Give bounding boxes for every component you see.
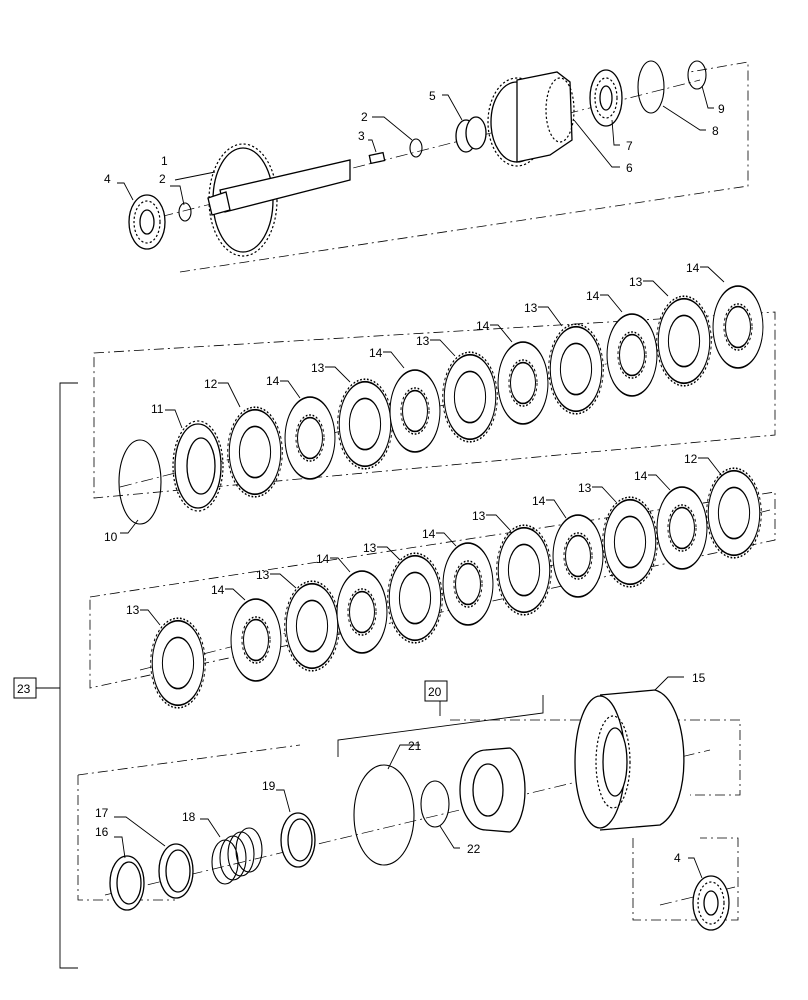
friction-plate-part xyxy=(442,542,494,626)
callout-13f: 13 xyxy=(256,568,270,582)
clutch-housing-part xyxy=(574,689,685,831)
callout-20: 20 xyxy=(428,685,442,699)
retaining-ring-large-part xyxy=(637,60,665,114)
friction-plate-part xyxy=(284,396,336,480)
drum-gear-part xyxy=(487,71,575,167)
callout-22: 22 xyxy=(467,842,481,856)
bearing-boundary xyxy=(632,837,739,921)
assembly-bracket: 23 xyxy=(13,382,78,969)
callout-8: 8 xyxy=(712,124,719,138)
separator-plate-part xyxy=(441,351,499,443)
bottom-boundary-top-left xyxy=(77,744,301,776)
callout-17: 17 xyxy=(95,806,109,820)
row-2-boundary xyxy=(89,491,776,689)
callout-13e: 13 xyxy=(126,603,140,617)
callout-13g: 13 xyxy=(363,541,377,555)
callout-1: 1 xyxy=(161,154,168,168)
o-ring-small-part xyxy=(420,780,450,828)
callout-18: 18 xyxy=(182,810,196,824)
callout-5: 5 xyxy=(429,89,436,103)
top-shaft-section: 1 2 4 3 2 5 6 7 8 9 xyxy=(104,60,749,273)
clutch-plates-row-2: 13 14 13 14 13 14 13 14 13 14 12 xyxy=(89,452,776,709)
separator-plate-part xyxy=(283,580,341,672)
callout-19: 19 xyxy=(262,779,276,793)
callout-6: 6 xyxy=(626,161,633,175)
clutch-plates-row-1: 10 11 12 14 13 14 13 14 13 14 13 14 xyxy=(93,261,776,544)
callout-23: 23 xyxy=(17,682,31,696)
top-boundary-line xyxy=(179,61,749,273)
callout-13h: 13 xyxy=(472,509,486,523)
separator-plate-part xyxy=(547,323,605,415)
callout-13d: 13 xyxy=(629,275,643,289)
callout-21: 21 xyxy=(408,739,422,753)
spring-part xyxy=(211,827,263,885)
friction-plate-part xyxy=(230,598,282,682)
friction-plate-part xyxy=(606,313,658,397)
callout-14h: 14 xyxy=(422,527,436,541)
callout-14c: 14 xyxy=(476,319,490,333)
snap-ring-part-2 xyxy=(409,138,423,158)
callout-14j: 14 xyxy=(634,469,648,483)
thick-separator-part xyxy=(705,467,763,559)
ball-bearing-part xyxy=(589,69,623,127)
callout-14g: 14 xyxy=(316,552,330,566)
callout-7: 7 xyxy=(626,139,633,153)
callout-14a: 14 xyxy=(266,374,280,388)
friction-plate-part xyxy=(552,514,604,598)
seal-ring-part xyxy=(109,855,145,911)
callout-13c: 13 xyxy=(524,301,538,315)
callout-13a: 13 xyxy=(311,361,325,375)
callout-12a: 12 xyxy=(204,377,218,391)
bottom-boundary-left xyxy=(77,775,175,901)
row-1-boundary xyxy=(93,311,776,499)
callout-2a: 2 xyxy=(159,172,166,186)
callout-9: 9 xyxy=(718,102,725,116)
retaining-ring-small-part xyxy=(687,60,707,90)
callout-2b: 2 xyxy=(361,110,368,124)
needle-bearing-part xyxy=(455,116,487,153)
callout-12b: 12 xyxy=(684,452,698,466)
callout-11: 11 xyxy=(151,402,164,416)
callout-3: 3 xyxy=(358,129,365,143)
friction-plate-part xyxy=(712,285,764,369)
retainer-part xyxy=(280,812,316,868)
shaft-gear-part xyxy=(207,143,351,257)
callout-4b: 4 xyxy=(674,851,681,865)
thick-separator-part xyxy=(226,406,284,498)
piston-part xyxy=(459,747,526,833)
snap-ring-part xyxy=(178,202,192,222)
callout-4a: 4 xyxy=(104,172,111,186)
separator-plate-part xyxy=(601,496,659,588)
separator-plate-part xyxy=(655,295,713,387)
snap-ring-clutch-part xyxy=(118,439,162,525)
separator-plate-part xyxy=(386,552,444,644)
callout-14f: 14 xyxy=(211,583,225,597)
bearing-part xyxy=(128,194,166,250)
callout-20-box xyxy=(424,680,448,702)
callout-13i: 13 xyxy=(578,481,592,495)
friction-plate-part xyxy=(389,369,441,453)
end-plate-part xyxy=(172,420,224,512)
o-ring-large-part xyxy=(353,764,415,866)
friction-plate-part xyxy=(497,341,549,425)
callout-14d: 14 xyxy=(586,289,600,303)
separator-plate-part xyxy=(495,524,553,616)
callout-14b: 14 xyxy=(369,346,383,360)
callout-14i: 14 xyxy=(532,494,546,508)
callout-16: 16 xyxy=(95,825,109,839)
bearing-part-bottom xyxy=(692,875,730,931)
washer-part xyxy=(158,843,194,899)
friction-plate-part xyxy=(656,486,708,570)
separator-plate-part xyxy=(149,617,207,709)
callout-20-group: 20 xyxy=(337,680,544,757)
callout-10: 10 xyxy=(104,530,118,544)
separator-plate-part xyxy=(336,378,394,470)
callout-14e: 14 xyxy=(686,261,700,275)
callout-15: 15 xyxy=(692,671,706,685)
callout-13b: 13 xyxy=(416,334,430,348)
pin-part xyxy=(368,151,386,165)
piston-housing-section: 20 16 17 18 19 21 22 15 4 xyxy=(77,671,741,931)
friction-plate-part xyxy=(336,570,388,654)
